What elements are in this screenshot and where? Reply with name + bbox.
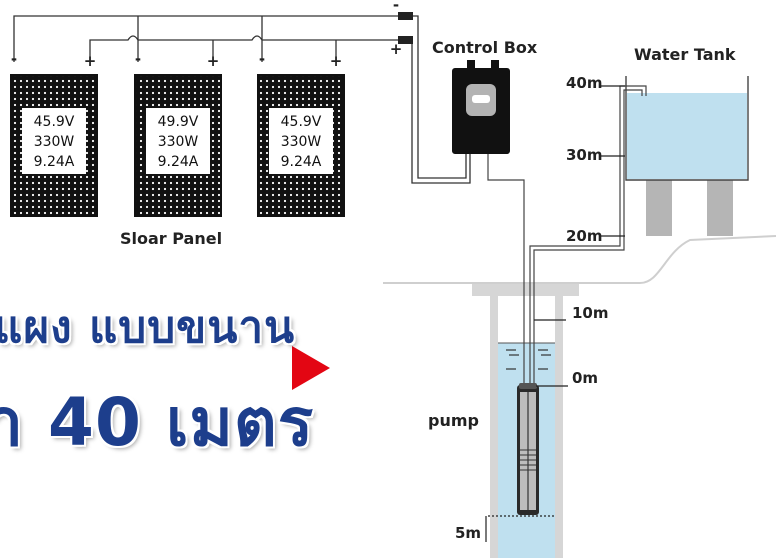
- solar-panel-3: [257, 74, 345, 217]
- panel-3-positive-sign: +: [330, 52, 343, 70]
- depth-ticks: [485, 85, 625, 542]
- panel-2-current: 9.24A: [158, 154, 199, 170]
- depth-label-10m: 10m: [572, 304, 609, 322]
- depth-label-30m: 30m: [566, 146, 603, 164]
- connector-positive-sign: +: [390, 40, 403, 58]
- panel-3-voltage: 45.9V: [281, 114, 322, 130]
- panel-1-current: 9.24A: [34, 154, 75, 170]
- depth-label-0m: 0m: [572, 369, 598, 387]
- submersible-pump: [517, 383, 539, 515]
- pump-label: pump: [428, 411, 479, 430]
- panel-3-power: 330W: [281, 134, 322, 150]
- delivery-pipe: [529, 85, 647, 386]
- solar-panel-1: [10, 74, 98, 217]
- panel-1-voltage: 45.9V: [34, 114, 75, 130]
- water-tank-label: Water Tank: [634, 45, 736, 64]
- panel-2-power: 330W: [158, 134, 199, 150]
- panel-2-negative-sign: -: [135, 50, 141, 68]
- solar-panel-2: [134, 74, 222, 217]
- panel-3-negative-sign: -: [259, 50, 265, 68]
- red-arrow-icon: [292, 346, 330, 390]
- panel-1-power: 330W: [34, 134, 75, 150]
- control-box-label: Control Box: [432, 38, 538, 57]
- headline-line-2: ำ 40 เมตร: [0, 384, 315, 461]
- headline-line-1: แผง แบบขนาน: [0, 302, 296, 353]
- pump-cable: [487, 152, 525, 386]
- panel-2-positive-sign: +: [207, 52, 220, 70]
- panel-1-positive-sign: +: [84, 52, 97, 70]
- connector-negative: [398, 12, 413, 20]
- water-surface-marks: [506, 349, 551, 370]
- panel-2-voltage: 49.9V: [158, 114, 199, 130]
- depth-label-20m: 20m: [566, 227, 603, 245]
- panel-1-negative-sign: -: [11, 50, 17, 68]
- ground-surface: [383, 235, 776, 284]
- panel-3-current: 9.24A: [281, 154, 322, 170]
- solar-panel-label: Sloar Panel: [120, 229, 222, 248]
- depth-label-5m: 5m: [455, 524, 481, 542]
- water-tank: [625, 76, 749, 236]
- control-box: [452, 60, 510, 154]
- tank-water: [627, 93, 747, 179]
- connector-negative-sign: -: [393, 0, 399, 14]
- connector-positive: [398, 36, 413, 44]
- depth-label-40m: 40m: [566, 74, 603, 92]
